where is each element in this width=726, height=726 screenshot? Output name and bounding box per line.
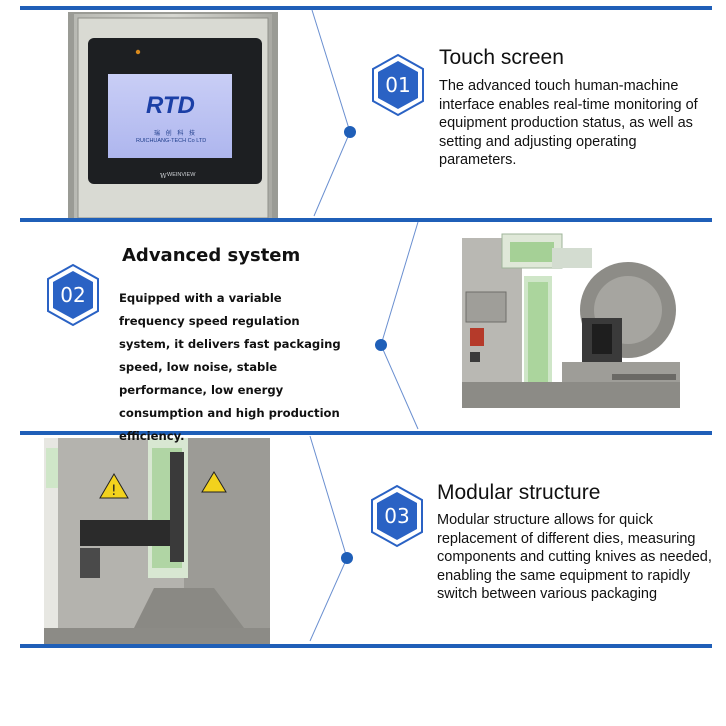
badge-number: 03 (384, 504, 410, 528)
badge-02: 02 (45, 263, 101, 327)
warning-sign-icon: ! (111, 483, 117, 499)
touch-screen-photo: W RTD 瑞 创 科 技 RUICHUANG-TECH Co LTD WEIN… (68, 12, 278, 218)
connector-dot-2 (375, 339, 387, 351)
hexagon-icon (372, 53, 424, 117)
divider-band-top (20, 6, 712, 10)
hmi-brand-label: WEINVIEW (167, 172, 196, 178)
feature-title-advanced-system: Advanced system (122, 245, 301, 266)
badge-number: 01 (385, 73, 411, 97)
hexagon-icon (47, 263, 99, 327)
hmi-brand-mark: W (160, 172, 167, 180)
feature-title-modular-structure: Modular structure (437, 481, 601, 504)
packaging-machine-photo (462, 232, 680, 408)
feature-description-touch-screen: The advanced touch human-machine interfa… (439, 78, 698, 168)
badge-03: 03 (369, 484, 425, 548)
feature-description-advanced-system: Equipped with a variable frequency speed… (119, 291, 341, 443)
divider-band-2 (20, 431, 712, 435)
hmi-company-name: RUICHUANG-TECH Co LTD (136, 138, 207, 144)
hexagon-icon (371, 484, 423, 548)
connector-dot-1 (344, 126, 356, 138)
hmi-chinese-name: 瑞 创 科 技 (154, 131, 198, 137)
divider-band-bottom (20, 644, 712, 648)
connector-dot-3 (341, 552, 353, 564)
hmi-logo: RTD (146, 92, 195, 119)
modular-machine-photo: ! (44, 438, 270, 644)
badge-number: 02 (60, 283, 86, 307)
feature-description-modular-structure: Modular structure allows for quick repla… (437, 512, 712, 602)
feature-title-touch-screen: Touch screen (439, 46, 564, 69)
divider-band-1 (20, 218, 712, 222)
badge-01: 01 (370, 53, 426, 117)
